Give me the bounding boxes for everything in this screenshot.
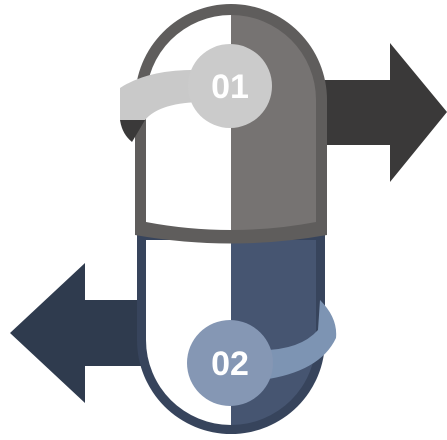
step-number-02: 02	[211, 345, 249, 383]
step-number-01: 01	[211, 68, 249, 106]
step-badge-01: 01	[188, 44, 272, 128]
badge-circle-01	[188, 44, 272, 128]
top-right-arrow	[310, 43, 447, 182]
badge-circle-02	[187, 320, 273, 406]
step-badge-02: 02	[187, 320, 273, 406]
bottom-left-arrow	[10, 263, 150, 403]
top-band-shadow	[120, 120, 145, 142]
